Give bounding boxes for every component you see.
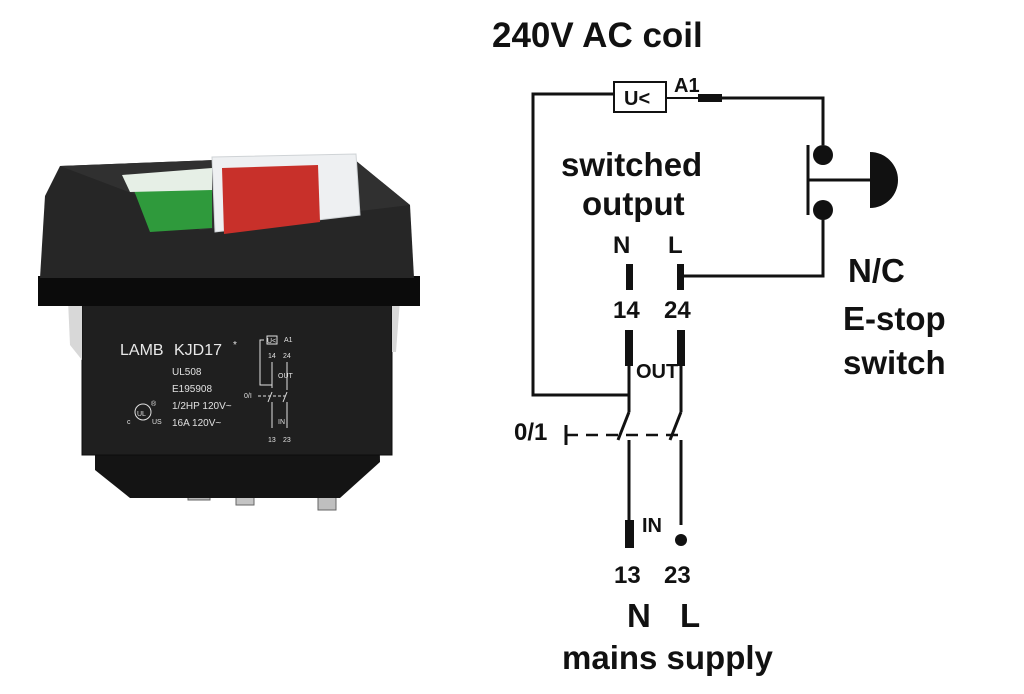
device-brand: LAMB — [120, 342, 164, 359]
device-rating-hp: 1/2HP 120V~ — [172, 401, 232, 412]
red-stop-button — [222, 165, 320, 234]
estop-label-line3: switch — [843, 344, 946, 381]
terminal-23: 23 — [664, 562, 691, 589]
coil-symbol-text: U< — [624, 88, 650, 110]
ul-c: c — [127, 419, 131, 426]
switch-device-illustration: LAMB KJD17 * UL508 E195908 1/2HP 120V~ 1… — [38, 153, 420, 511]
estop-to-output-wire — [680, 220, 825, 278]
coil-terminal-lug — [698, 94, 722, 102]
device-model: KJD17 — [174, 342, 222, 359]
output-l-terminal — [677, 264, 684, 290]
green-button-cover — [122, 168, 212, 192]
ul-us: US — [152, 419, 162, 426]
estop-label-line2: E-stop — [843, 300, 946, 337]
device-cert-1: UL508 — [172, 367, 202, 378]
switch-gasket — [38, 276, 420, 306]
output-n-terminal — [626, 264, 633, 290]
output-n-label: N — [613, 232, 630, 259]
supply-label: mains supply — [562, 639, 774, 676]
in-tag: IN — [642, 515, 662, 537]
supply-l-label: L — [680, 597, 700, 634]
device-mini-schematic: U< A1 14 24 OUT 0/I IN 13 23 — [244, 335, 294, 444]
coil-symbol: U< A1 — [613, 75, 700, 113]
contact-13-lug — [625, 520, 634, 548]
ul-logo: UL c US ® — [127, 400, 162, 426]
out-tag: OUT — [636, 361, 678, 383]
terminal-13: 13 — [614, 562, 641, 589]
mini-23: 23 — [283, 437, 291, 444]
switch-side-edge — [392, 300, 400, 352]
coil-return-wire — [531, 92, 628, 397]
estop-label-line1: N/C — [848, 252, 905, 289]
mini-24: 24 — [283, 353, 291, 360]
contact-14-lug — [625, 330, 633, 366]
output-label-line1: switched — [561, 146, 702, 183]
switch-side-edge — [68, 300, 82, 360]
terminal-14: 14 — [613, 297, 640, 324]
device-cert-2: E195908 — [172, 384, 212, 395]
device-model-mark: * — [233, 340, 237, 351]
contact-24-lug — [677, 330, 685, 366]
coil-terminal-a1: A1 — [674, 75, 700, 97]
mini-14: 14 — [268, 353, 276, 360]
device-rating-amp: 16A 120V~ — [172, 418, 221, 429]
mini-coil: U< — [267, 338, 276, 345]
switch-front-plate — [81, 299, 393, 456]
coil-to-estop-wire — [722, 96, 825, 145]
ul-mark: UL — [137, 411, 146, 418]
switch-contact-l — [668, 411, 683, 441]
mini-in: IN — [278, 419, 285, 426]
terminal-24: 24 — [664, 297, 691, 324]
output-l-label: L — [668, 232, 683, 259]
mini-13: 13 — [268, 437, 276, 444]
supply-n-label: N — [627, 597, 651, 634]
coil-title: 240V AC coil — [492, 16, 703, 55]
contact-23-lug — [675, 534, 687, 546]
mini-a1: A1 — [284, 337, 293, 344]
switch-contact-n — [616, 411, 631, 441]
estop-switch-symbol — [806, 145, 898, 220]
mini-switch: 0/I — [244, 393, 252, 400]
main-switch-label: 0/1 — [514, 419, 547, 446]
ul-reg: ® — [151, 400, 157, 408]
output-label-line2: output — [582, 185, 685, 222]
mini-out: OUT — [278, 373, 294, 380]
